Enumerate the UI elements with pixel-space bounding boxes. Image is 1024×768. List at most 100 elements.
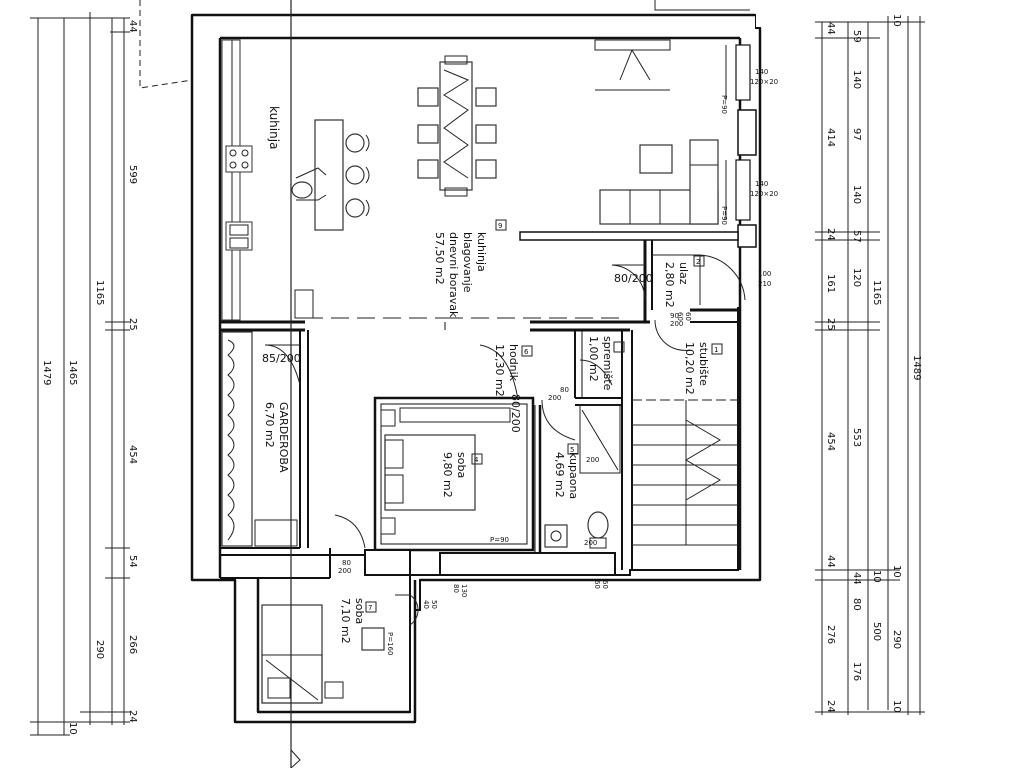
dim-right-b-2: 97 xyxy=(851,128,862,141)
badge-hodnik xyxy=(521,345,533,357)
label-spremiste-area: 1,00 m2 xyxy=(587,336,600,382)
dim-left-seg-0: 44 xyxy=(127,20,138,33)
person-icon xyxy=(291,181,313,199)
dim-left-outer2: 1465 xyxy=(67,360,78,385)
kitchen-counter xyxy=(221,39,314,321)
badge-kbd xyxy=(495,219,507,231)
dim-right-a-0: 44 xyxy=(825,22,836,35)
lbl-w60c: 60 xyxy=(684,312,692,321)
dim-right-b-1: 140 xyxy=(851,70,862,89)
badge-ulaz-num: 2 xyxy=(696,258,700,266)
label-stubiste: stubište xyxy=(697,342,710,386)
dim-right-c-0: 10 xyxy=(871,570,882,583)
lbl-w50: 50 xyxy=(430,600,438,609)
badge-soba1-num: 4 xyxy=(474,456,479,464)
label-soba2: soba xyxy=(353,598,366,624)
badge-soba2 xyxy=(365,601,377,613)
dim-left-seg-1: 599 xyxy=(127,165,138,184)
label-spremiste: spremište xyxy=(601,336,614,391)
dim-right-b-5: 120 xyxy=(851,268,862,287)
opening-labels: 80/200 85/200 80/200 140 120×20 140 120×… xyxy=(262,68,778,655)
badge-soba1 xyxy=(471,453,483,465)
dim-right-b-7: 44 xyxy=(851,572,862,585)
staircase xyxy=(632,399,738,546)
dim-right-b-0: 59 xyxy=(851,30,862,43)
label-stubiste-area: 10,20 m2 xyxy=(683,342,696,395)
dim-left-seg-2: 25 xyxy=(127,318,138,331)
lbl-130: 130 xyxy=(460,584,468,597)
door-garderoba-size: 85/200 xyxy=(262,352,301,365)
dashed-outline-left xyxy=(139,0,193,89)
lbl-200e: 200 xyxy=(584,539,597,547)
lbl-80: 80 xyxy=(560,386,569,394)
dim-right-d-2: 290 xyxy=(891,630,902,649)
label-garderoba: GARDEROBA xyxy=(277,402,290,473)
dim-left-outer1: 1479 xyxy=(41,360,52,385)
lbl-w60d: 60 xyxy=(676,312,684,321)
p90-b: P=90 xyxy=(720,206,728,225)
toilet-icon xyxy=(587,511,609,539)
right-dimensions: 44 414 24 161 25 454 44 276 24 59 140 97… xyxy=(815,14,925,715)
dim-right-b-8: 80 xyxy=(851,598,862,611)
win-b-h: 120×20 xyxy=(750,190,778,198)
right-wall-openings xyxy=(725,44,757,248)
dim-right-d-1: 10 xyxy=(891,565,902,578)
p160: P=160 xyxy=(386,632,394,655)
sink-icon xyxy=(544,524,568,548)
lbl-200d: 200 xyxy=(338,567,351,575)
outline-top-right xyxy=(654,0,750,11)
outer-walls xyxy=(190,13,762,724)
bed-soba1 xyxy=(380,407,511,535)
badge-stubiste-num: 1 xyxy=(714,346,718,354)
doors xyxy=(264,254,746,626)
dim-left-seg-5: 266 xyxy=(127,635,138,654)
lbl-200c: 200 xyxy=(586,456,599,464)
label-kuhinja: kuhinja xyxy=(267,106,281,149)
lbl-w80: 80 xyxy=(452,584,460,593)
dim-right-mid1: 1165 xyxy=(871,280,882,305)
label-hodnik-area: 12,30 m2 xyxy=(493,344,506,397)
label-kbd-area: 57,50 m2 xyxy=(433,232,446,285)
left-dimensions: 1479 1465 1165 44 599 25 454 54 266 24 2… xyxy=(30,12,138,736)
dim-right-a-5: 454 xyxy=(825,432,836,451)
dining-table xyxy=(417,55,497,197)
dim-right-b-6: 553 xyxy=(851,428,862,447)
label-ulaz: ulaz xyxy=(677,262,690,285)
lbl-200b: 200 xyxy=(548,394,561,402)
badge-kupaona xyxy=(567,443,579,455)
lbl-w40: 40 xyxy=(422,600,430,609)
bed-soba2 xyxy=(261,604,385,704)
living-furniture xyxy=(594,39,719,225)
p90-a: P=90 xyxy=(720,95,728,114)
dim-right-a-8: 24 xyxy=(825,700,836,713)
badge-ulaz xyxy=(693,255,705,267)
label-garderoba-area: 6,70 m2 xyxy=(263,402,276,448)
chair-icon xyxy=(361,627,385,651)
dim-left-mid: 1165 xyxy=(94,280,105,305)
badge-spremiste xyxy=(613,341,625,353)
lbl-200: 200 xyxy=(670,320,683,328)
door-ent-h: 210 xyxy=(758,280,771,288)
kitchen-island xyxy=(291,119,370,231)
room-labels: kuhinja kuhinja blagovanje dnevni borava… xyxy=(263,106,723,644)
lbl-90: 90 xyxy=(670,312,679,320)
badge-hodnik-num: 6 xyxy=(524,348,529,356)
label-soba1: soba xyxy=(455,452,468,478)
win-a-h: 120×20 xyxy=(750,78,778,86)
dim-right-a-1: 414 xyxy=(825,128,836,147)
win-a-w: 140 xyxy=(755,68,768,76)
door-ulaz-size: 80/200 xyxy=(614,272,653,285)
lbl-80c: 80 xyxy=(342,559,351,567)
label-kupaona-area: 4,69 m2 xyxy=(553,452,566,498)
dim-right-d-3: 10 xyxy=(891,700,902,713)
p90-c: P=90 xyxy=(490,536,509,544)
label-kupaona: kupaona xyxy=(567,452,580,499)
dim-right-a-2: 24 xyxy=(825,228,836,241)
dim-left-seg-4: 54 xyxy=(127,555,138,568)
dim-left-290: 290 xyxy=(94,640,105,659)
dim-left-seg-6: 24 xyxy=(127,710,138,723)
door-ent-w: 100 xyxy=(758,270,771,278)
lbl-w60: 60 xyxy=(601,580,609,589)
